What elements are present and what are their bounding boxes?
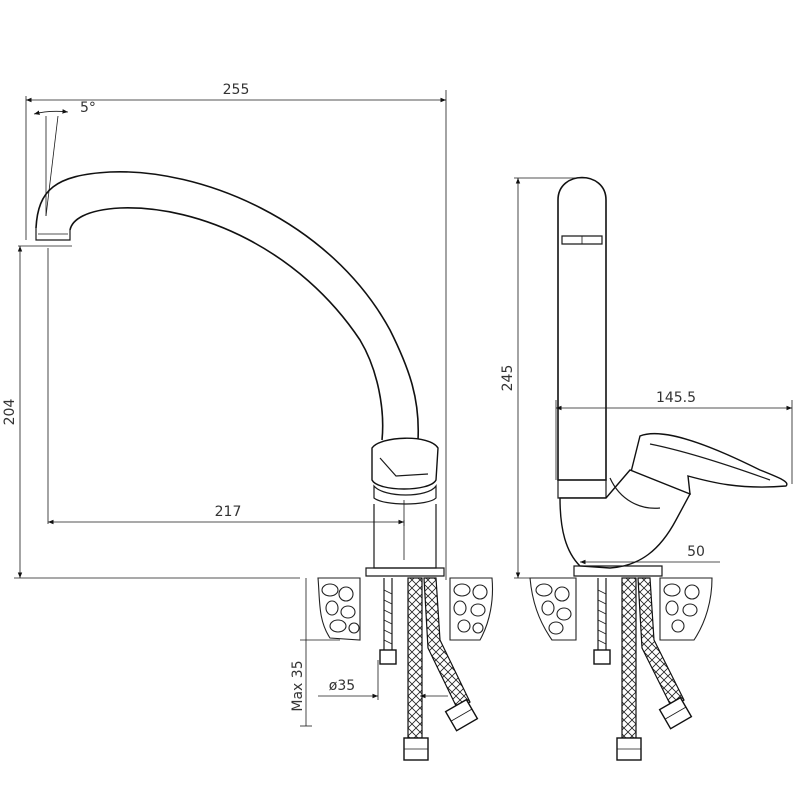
dim-label-50: 50 [687, 544, 705, 560]
spout-inner-curve [69, 207, 384, 441]
dim-label-hole: ø35 [329, 678, 355, 694]
dim-label-max35: Max 35 [290, 660, 306, 711]
base-plate [365, 567, 445, 577]
dim-label-245: 245 [500, 365, 516, 392]
lever-handle [627, 432, 788, 495]
rod-nut-side [593, 649, 611, 665]
column-ring [557, 479, 607, 499]
pebble-pattern-side-right [663, 583, 700, 633]
body-ring [373, 484, 437, 505]
angle-line [45, 115, 59, 217]
body-column [373, 504, 437, 569]
body-side-curve [609, 477, 661, 509]
aerator [35, 228, 71, 241]
angle-label: 5° [80, 100, 96, 116]
rod-nut [379, 649, 397, 665]
rod-threads [383, 589, 393, 645]
body-side [559, 469, 691, 569]
spout-outer-curve [35, 171, 420, 441]
hose-fitting-side-right [658, 696, 693, 730]
pebble-pattern-left [321, 583, 360, 634]
hose-fitting-right [444, 698, 479, 732]
hose-angled [423, 577, 471, 711]
pebble-pattern-side-left [535, 583, 572, 635]
lever-highlight [649, 443, 771, 481]
aerator-side [561, 235, 603, 245]
dim-label-217: 217 [215, 504, 242, 520]
hose-straight [407, 577, 423, 739]
hose-straight-side [621, 577, 637, 739]
body-top-facet [379, 457, 429, 477]
spout-column [557, 176, 607, 481]
angle-arc [33, 109, 69, 115]
dim-label-204: 204 [2, 399, 18, 426]
side-view: 245 145.5 50 [500, 176, 793, 761]
hose-angled-side [637, 577, 685, 709]
front-view: 255 5° 204 217 [2, 82, 493, 761]
dim-label-255: 255 [223, 82, 250, 98]
dim-label-145: 145.5 [656, 390, 696, 406]
base-plate-side [573, 565, 663, 577]
body-top [371, 437, 439, 490]
pebble-pattern-right [453, 583, 488, 634]
